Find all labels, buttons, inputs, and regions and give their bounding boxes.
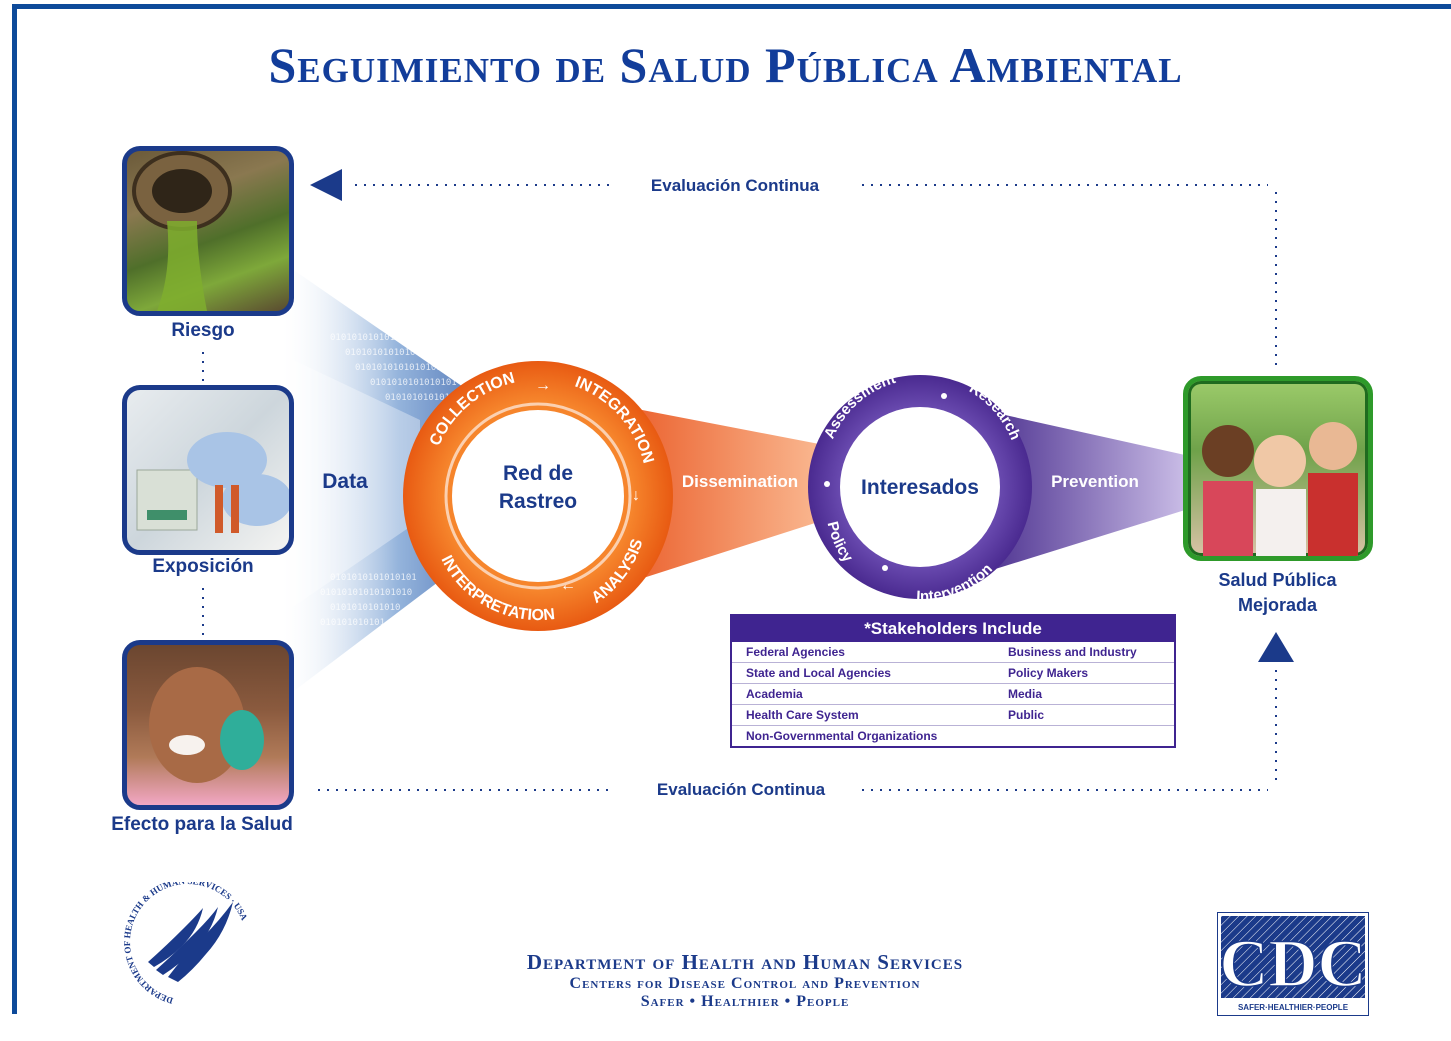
ring-arrow-icon: ← <box>560 577 576 594</box>
binary-pattern: 0101010101010 010101010101010 0101010101… <box>320 333 461 628</box>
svg-text:0101010101010: 0101010101010 <box>330 333 400 343</box>
tracking-center-line1: Red de <box>502 462 573 485</box>
outcome-label: Salud Pública Mejorada <box>1190 568 1365 618</box>
svg-text:010101010101: 010101010101 <box>320 618 385 628</box>
stakeholder-cell: Business and Industry <box>1008 645 1137 659</box>
stakeholder-cell: Media <box>1008 687 1043 701</box>
table-row: Academia Media <box>732 684 1174 705</box>
outcome-line2: Mejorada <box>1237 595 1318 615</box>
ring-arrow-icon: → <box>535 377 551 394</box>
svg-text:010101010101010: 010101010101010 <box>345 348 426 358</box>
stakeholder-center-label: Interesados <box>861 476 979 499</box>
stakeholder-cell: Policy Makers <box>1008 666 1089 680</box>
cdc-logo: CDC SAFER·HEALTHIER·PEOPLE <box>1216 911 1370 1017</box>
frame-top-border <box>12 4 1451 9</box>
svg-text:01010101010101: 01010101010101 <box>385 393 461 403</box>
prevention-label: Prevention <box>1051 472 1139 491</box>
child-inhaler-icon <box>149 667 264 783</box>
svg-text:CDC: CDC <box>1219 925 1366 1001</box>
outcome-photo <box>1183 376 1373 561</box>
footer-cdc: Centers for Disease Control and Preventi… <box>569 975 921 992</box>
stakeholder-cell: Federal Agencies <box>746 645 845 659</box>
outcome-line1: Salud Pública <box>1218 570 1337 590</box>
stakeholder-ring-dot <box>941 393 947 399</box>
riesgo-photo <box>122 146 294 316</box>
svg-text:01010101010101010: 01010101010101010 <box>320 588 412 598</box>
stakeholder-cell: Public <box>1008 708 1045 722</box>
stakeholder-cell: Academia <box>746 687 803 701</box>
footer: Department of Health and Human Services … <box>380 950 1110 1011</box>
efecto-label: Efecto para la Salud <box>111 814 293 835</box>
ring-arrow-icon: ↓ <box>632 487 640 504</box>
evaluation-top-label: Evaluación Continua <box>650 176 820 195</box>
tracking-center-line2: Rastreo <box>498 490 578 513</box>
svg-text:0101010101010101: 0101010101010101 <box>370 378 457 388</box>
stakeholders-table: *Stakeholders Include Federal Agencies Bu… <box>730 614 1176 748</box>
loop-arrow-left <box>310 169 342 201</box>
tracking-ring-center <box>452 410 624 582</box>
pipe-icon <box>132 151 232 311</box>
page-title: Seguimiento de Salud Pública Ambiental <box>268 37 1183 93</box>
cdc-logo-graphic: CDC SAFER·HEALTHIER·PEOPLE <box>1216 911 1370 1017</box>
exposicion-photo <box>122 385 294 555</box>
exposicion-label: Exposición <box>152 556 254 577</box>
data-label: Data <box>322 470 368 493</box>
children-icon <box>1202 422 1358 556</box>
stakeholder-ring-dot <box>824 481 830 487</box>
table-row: Health Care System Public <box>732 705 1174 726</box>
stakeholder-cell: Health Care System <box>746 708 859 722</box>
loop-arrow-up <box>1258 632 1294 662</box>
hhs-eagle-logo: DEPARTMENT OF HEALTH & HUMAN SERVICES · … <box>122 882 250 1006</box>
stakeholder-ring-center <box>840 407 1000 567</box>
frame-left-border <box>12 4 17 1014</box>
table-row: Non-Governmental Organizations <box>732 726 1174 746</box>
lab-glove-icon <box>136 432 289 533</box>
stakeholder-cell: Non-Governmental Organizations <box>746 729 938 743</box>
footer-department: Department of Health and Human Services <box>526 950 964 974</box>
evaluation-bottom-label: Evaluación Continua <box>656 780 826 799</box>
svg-text:0101010101010: 0101010101010 <box>330 603 400 613</box>
svg-text:01010101010101010: 01010101010101010 <box>355 363 447 373</box>
efecto-photo <box>122 640 294 810</box>
table-row: State and Local Agencies Policy Makers <box>732 663 1174 684</box>
table-row: Federal Agencies Business and Industry <box>732 642 1174 663</box>
evaluation-loop <box>202 184 1277 791</box>
stakeholder-ring-dot <box>882 565 888 571</box>
stakeholder-cell: State and Local Agencies <box>746 666 891 680</box>
stakeholders-header: *Stakeholders Include <box>732 616 1174 642</box>
riesgo-label: Riesgo <box>171 320 235 341</box>
tracking-ring-inner-line <box>444 402 632 590</box>
svg-text:0101010101010101: 0101010101010101 <box>330 573 417 583</box>
svg-text:SAFER·HEALTHIER·PEOPLE: SAFER·HEALTHIER·PEOPLE <box>1238 1003 1349 1012</box>
footer-tagline: Safer • Healthier • People <box>640 993 850 1010</box>
tracking-center-label: Red de Rastreo <box>468 460 608 516</box>
dissemination-label: Dissemination <box>681 472 799 491</box>
